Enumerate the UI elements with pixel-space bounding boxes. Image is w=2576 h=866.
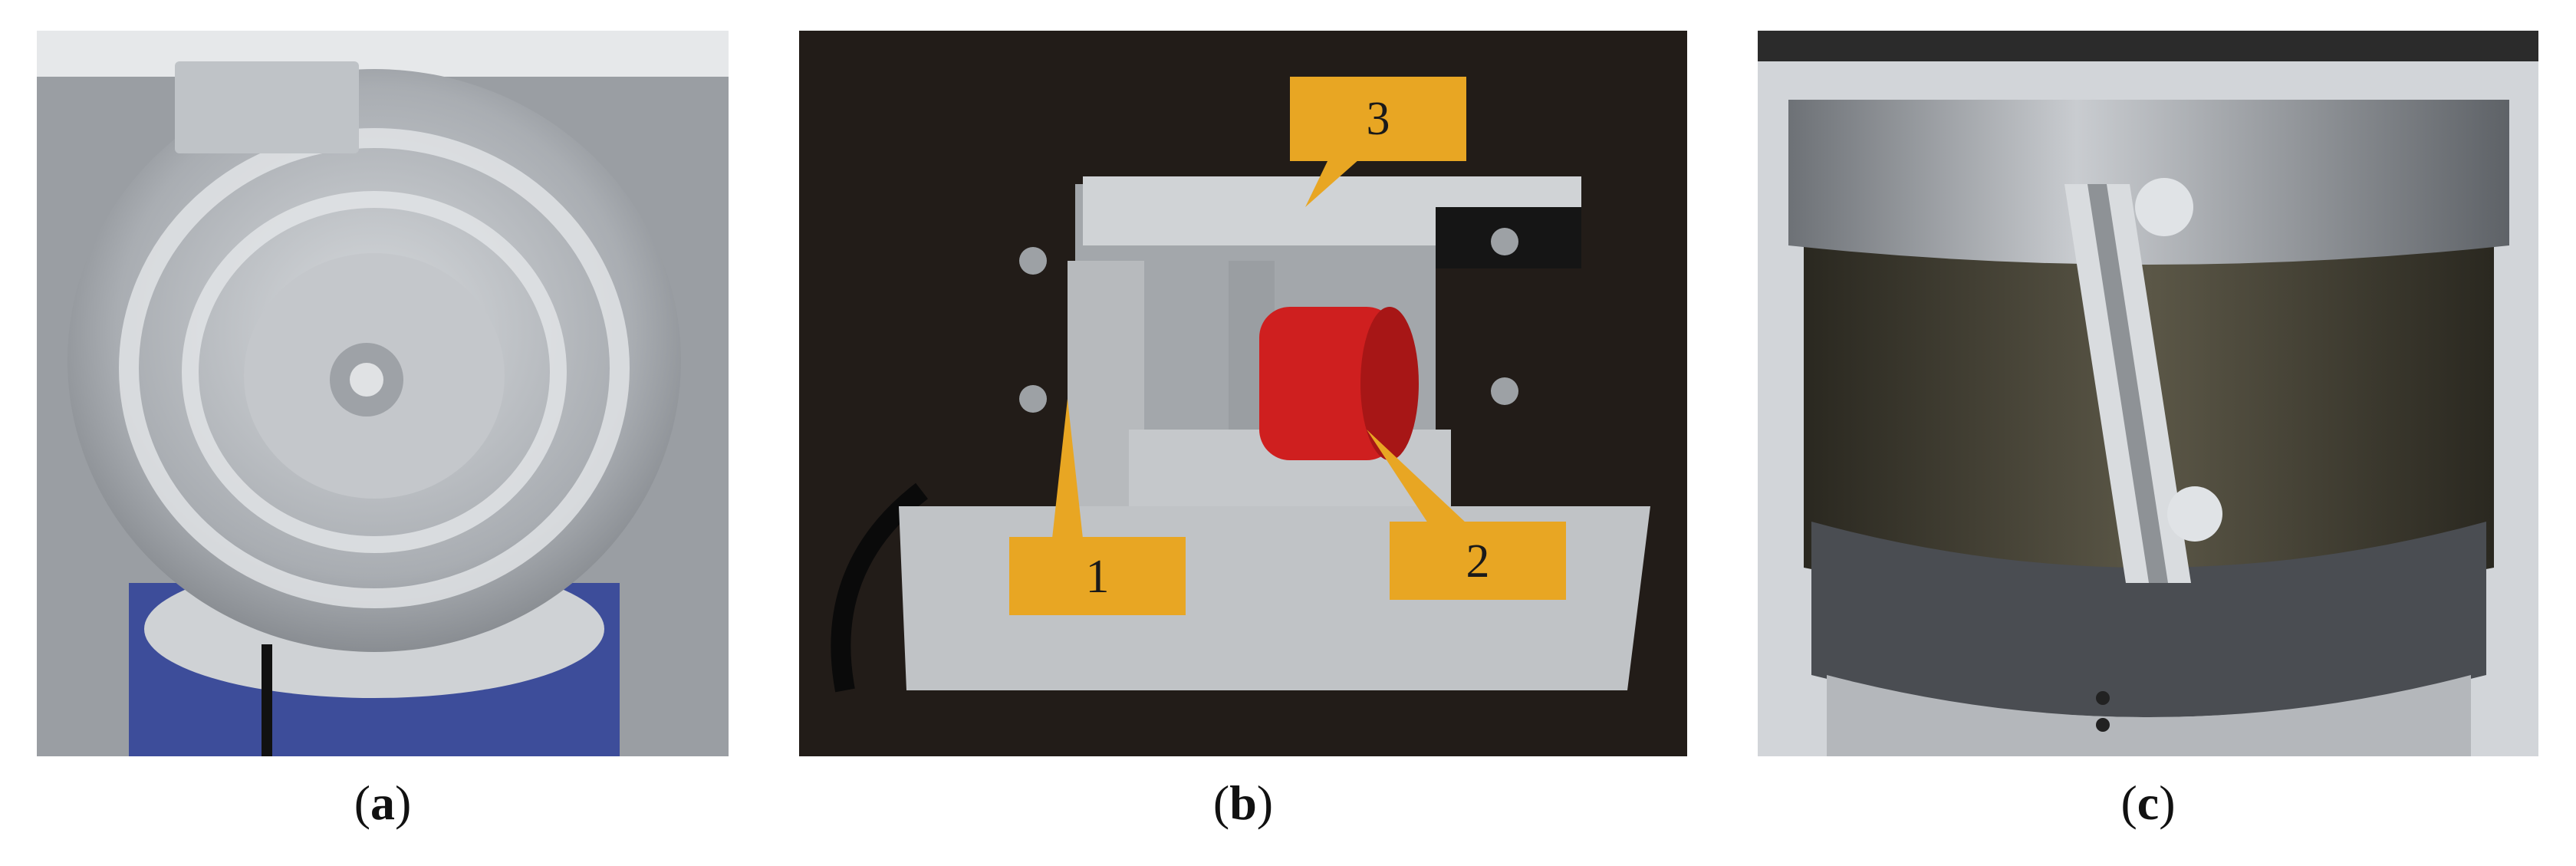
callout-1: 1 [1009,399,1186,615]
callout-1-label: 1 [1086,551,1110,603]
caption-letter: c [2137,775,2160,830]
bolt-icon [2167,486,2222,542]
housing-illustration [1758,31,2538,756]
panel-caption-a: (a) [354,775,412,830]
caption-letter: a [370,775,395,830]
cable [831,482,928,693]
panel-caption-b: (b) [1212,775,1274,830]
bowl-feeder-illustration [37,31,729,756]
coil [1259,307,1397,460]
callout-3: 3 [1290,77,1466,207]
leaf-spring-stack [2064,184,2191,583]
photo-vibratory-bowl [37,31,729,756]
actuator-illustration: 3 1 2 [799,31,1687,756]
photo-spring-housing [1758,31,2538,756]
panel-caption-c: (c) [2120,775,2176,830]
caption-letter: b [1229,775,1257,830]
photo-actuator-assembly: 3 1 2 [799,31,1687,756]
knurled-ring [1811,522,2486,717]
top-cap [1788,100,2509,265]
callout-3-label: 3 [1367,93,1390,145]
bolt-icon [2135,178,2193,236]
callout-2: 2 [1367,430,1566,600]
callout-2-label: 2 [1466,535,1490,588]
